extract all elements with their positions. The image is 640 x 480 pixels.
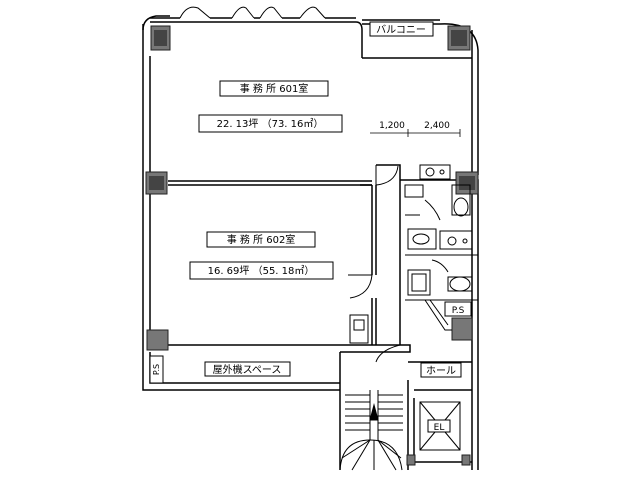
outer-walls xyxy=(142,15,479,470)
ps-left-box xyxy=(149,355,164,384)
door-toilet-b-icon xyxy=(431,259,449,273)
outdoor-unit-space-label: 屋外機スペース xyxy=(213,363,282,376)
top-windows xyxy=(179,6,326,19)
dimension-line xyxy=(370,129,461,137)
toilet-area xyxy=(349,164,478,344)
office601-name-box xyxy=(219,80,329,97)
office602-area-box xyxy=(189,261,334,280)
outdoor-unit-space-box xyxy=(204,361,291,377)
office602-name-box xyxy=(206,231,316,248)
office602-name: 事 務 所 602室 xyxy=(227,233,296,246)
column-el-br xyxy=(461,454,471,466)
elevator-label: EL xyxy=(434,423,445,433)
column-highlights xyxy=(149,30,475,190)
ps-right-label: P.S xyxy=(452,306,465,316)
spiral-stairs-icon xyxy=(339,390,403,471)
ps-right-box xyxy=(444,301,472,317)
column-el-bl xyxy=(406,454,416,466)
dimension-1200: 1,200 xyxy=(379,121,405,131)
office601-area: 22. 13坪 （73. 16㎡） xyxy=(217,117,324,130)
dimension-2400: 2,400 xyxy=(424,121,450,131)
office602-area: 16. 69坪 （55. 18㎡） xyxy=(208,264,315,277)
door-toilet-a-icon xyxy=(424,199,441,221)
hall-label: ホール xyxy=(426,365,456,377)
door-602-icon xyxy=(348,274,373,299)
sink-icon xyxy=(412,233,430,245)
office601-area-box xyxy=(198,114,343,133)
balcony-label-box xyxy=(369,21,434,37)
office601-name: 事 務 所 601室 xyxy=(240,82,309,95)
column-ps-right xyxy=(451,317,473,341)
toilet-icon xyxy=(453,197,469,217)
column-bottom-left xyxy=(146,329,169,351)
ps-left-label: P.S xyxy=(152,364,161,375)
balcony-label: バルコニー xyxy=(376,24,426,36)
hall-label-box xyxy=(420,362,462,378)
door-arcs xyxy=(348,165,449,363)
elevator-label-box xyxy=(427,419,451,433)
door-hall-icon xyxy=(375,344,401,363)
door-601-icon xyxy=(375,165,399,186)
